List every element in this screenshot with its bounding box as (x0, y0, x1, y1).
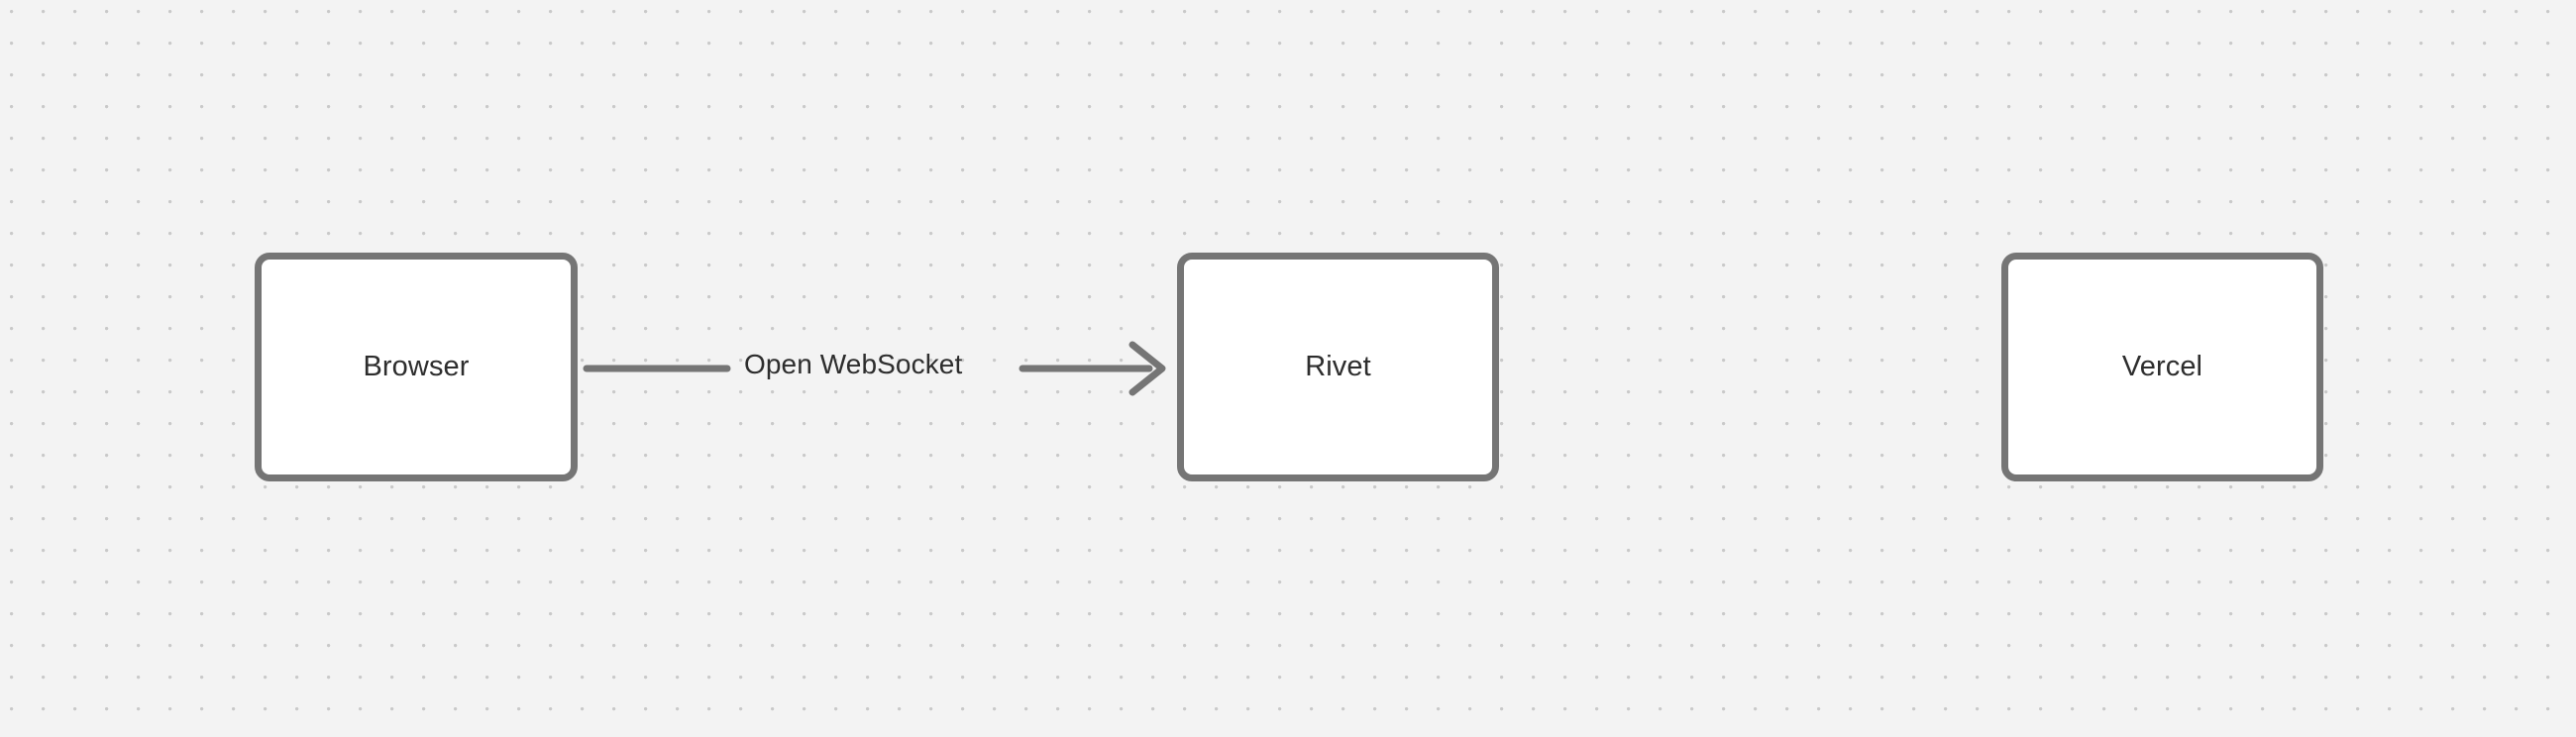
node-browser-label: Browser (363, 351, 470, 382)
node-browser[interactable]: Browser (255, 253, 578, 481)
edge-arrowhead-icon (1128, 341, 1166, 396)
node-vercel-label: Vercel (2121, 351, 2203, 382)
node-rivet[interactable]: Rivet (1177, 253, 1499, 481)
edge-label-open-websocket[interactable]: Open WebSocket (744, 349, 963, 379)
node-vercel[interactable]: Vercel (2001, 253, 2323, 481)
node-rivet-label: Rivet (1305, 351, 1371, 382)
